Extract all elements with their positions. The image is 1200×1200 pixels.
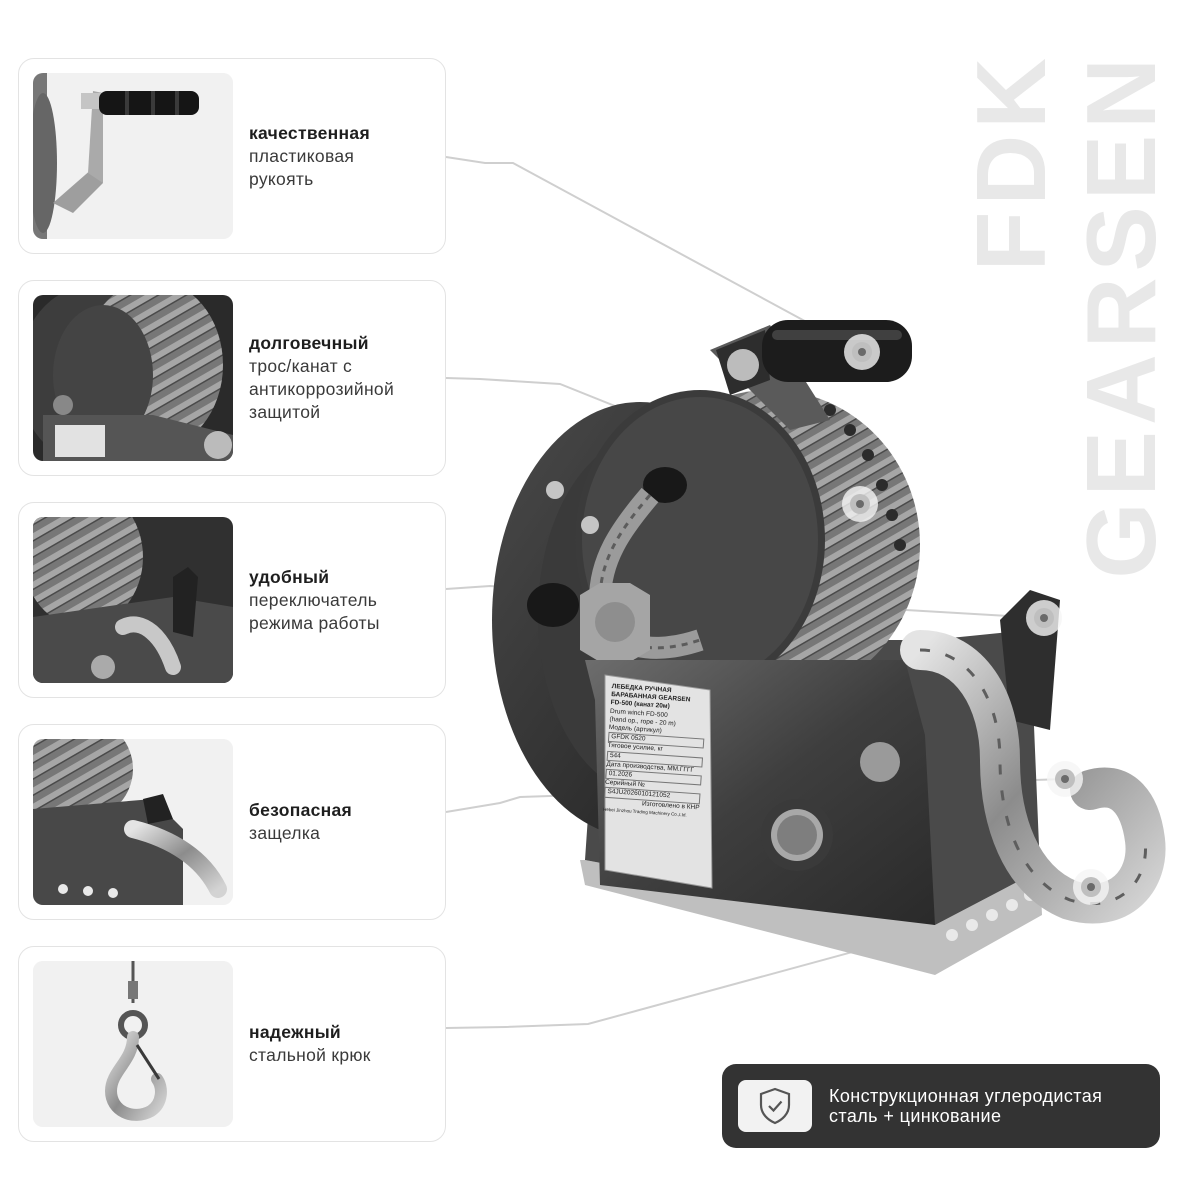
feature-title: удобный [249,566,330,587]
feature-line: пластиковая [249,145,355,166]
feature-line: переключатель [249,589,378,610]
feature-line: стальной крюк [249,1045,371,1065]
feature-card-hook: надежный стальной крюк [18,946,446,1142]
feature-title: надежный [249,1022,341,1042]
cable-drum-photo [33,295,233,461]
feature-card-cable: долговечный трос/канат с антикоррозийной… [18,280,446,476]
feature-line: защелка [249,823,321,843]
feature-line: антикоррозийной [249,379,395,399]
feature-line: режима работы [249,612,380,633]
mode-switch-photo [33,517,233,683]
banner-line-1: Конструкционная углеродистая [829,1086,1103,1106]
crank-handle-photo [33,73,233,239]
feature-card-handle: качественная пластиковая рукоять [18,58,446,254]
feature-line: трос/канат с [249,356,353,376]
banner-line-2: сталь + цинкование [829,1106,1002,1126]
material-banner: Конструкционная углеродистая сталь + цин… [722,1064,1160,1148]
safety-latch-photo [33,739,233,905]
feature-card-switch: удобный переключатель режима работы [18,502,446,698]
feature-title: качественная [249,122,370,143]
steel-hook-photo [33,961,233,1127]
shield-check-icon [738,1080,812,1132]
feature-title: долговечный [249,333,369,353]
pointer-markers [842,334,1109,905]
feature-title: безопасная [249,800,353,820]
feature-card-latch: безопасная защелка [18,724,446,920]
product-nameplate: ЛЕБЕДКА РУЧНАЯ БАРАБАННАЯ GEARSEN FD-500… [598,683,708,889]
feature-line: рукоять [249,168,314,189]
feature-line: защитой [249,402,321,422]
